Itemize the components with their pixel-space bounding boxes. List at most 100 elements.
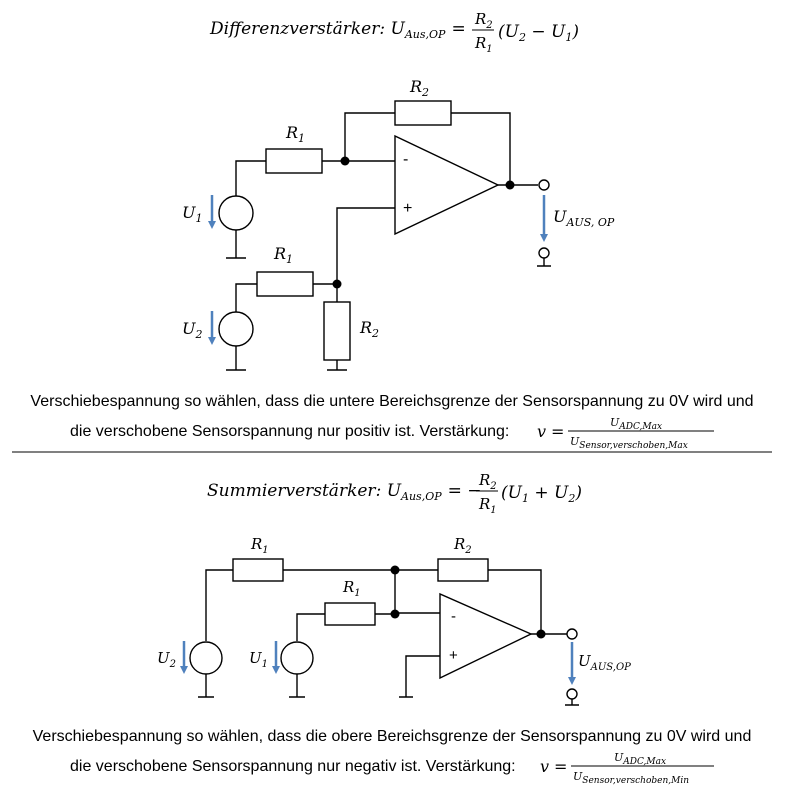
formula1-equals: = <box>451 19 465 39</box>
ground-u2 <box>226 346 246 371</box>
formula2-lhs-sub: Aus,OP <box>400 490 442 503</box>
circuit1-arrows <box>208 195 548 345</box>
ground-u1-2 <box>289 674 305 698</box>
label-r2-top2: R2 <box>453 535 472 556</box>
label-r2-bottom: R2 <box>359 318 379 340</box>
formula1-paren: (U2 − U1) <box>498 22 579 44</box>
circuit2-arrows <box>180 641 576 685</box>
voltage-source-u2 <box>218 311 254 347</box>
gain2-eq: = <box>554 757 567 776</box>
opamp1-plus-sign: + <box>403 200 412 217</box>
formula2-lhs: U <box>387 481 402 501</box>
formula2-frac-den: R1 <box>478 495 497 516</box>
opamp1 <box>394 134 500 236</box>
formula1-frac-num: R2 <box>474 10 493 31</box>
label-u2-2: U2 <box>157 649 176 670</box>
formula2-colon: : <box>376 481 382 501</box>
voltage-source-u1-2 <box>280 641 314 675</box>
wire-r2-feedback-right <box>451 112 511 186</box>
wire-u1-up <box>296 613 325 641</box>
opamp2 <box>439 592 533 680</box>
resistor-r2-top <box>394 100 452 126</box>
output-terminal2-bottom <box>566 688 578 700</box>
node2-top <box>390 565 400 575</box>
label-uaus2: UAUS,OP <box>578 652 631 673</box>
wire-u1-to-r1 <box>235 160 266 196</box>
resistor-r1-top2 <box>232 558 284 582</box>
formula1-frac-den: R1 <box>474 34 493 55</box>
label-r1-mid: R1 <box>342 578 361 599</box>
svg-text:Summierverstärker: UAus,: Summierverstärker: UAus,OP= − <box>207 481 482 503</box>
circuit2 <box>189 558 579 706</box>
wire-plus-input1 <box>336 207 395 284</box>
output-terminal1 <box>538 179 550 191</box>
gain1-num: UADC,Max <box>610 416 662 432</box>
wire-u2-to-r1 <box>235 283 257 312</box>
opamp1-signs: - + <box>403 151 412 217</box>
ground-plus2 <box>399 655 440 698</box>
circuit1-nodes <box>332 156 515 289</box>
section2-formula: Summierverstärker: UAus,OP= − R2 R1 (U1 … <box>207 471 582 516</box>
section1-formula: Differenzverstärker: UAus,OP = R2 R1 (U2 … <box>209 10 579 55</box>
label-r1-top: R1 <box>285 123 305 145</box>
ground-r2-bottom <box>327 360 347 371</box>
formula2-paren: (U1 + U2) <box>501 483 582 505</box>
wire-r2-to-output <box>488 569 542 634</box>
gain2-formula: v= UADC,Max USensor,verschoben,Min <box>540 751 714 786</box>
gain2-den: USensor,verschoben,Min <box>573 770 689 786</box>
node1-minus <box>340 156 350 166</box>
opamp1-minus-sign: - <box>403 151 408 168</box>
formula1-lhs-sub: Aus,OP <box>404 28 446 41</box>
opamp2-minus-sign: - <box>451 608 456 625</box>
output-terminal2 <box>566 628 578 640</box>
description1-line1: Verschiebespannung so wählen, dass die u… <box>30 393 753 410</box>
node2-output <box>536 629 546 639</box>
opamp2-signs: - + <box>449 608 458 664</box>
node1-plus <box>332 279 342 289</box>
resistor-r2-bottom <box>323 301 351 361</box>
label-u1-2: U1 <box>249 649 268 670</box>
circuit1 <box>218 100 551 371</box>
label-u2: U2 <box>182 319 202 341</box>
formula1-lhs: U <box>391 19 406 39</box>
circuit1-labels: R2 R1 U1 R1 U2 R2 UAUS, OP <box>182 77 615 341</box>
voltage-source-u1 <box>218 195 254 231</box>
label-r1-bottom: R1 <box>273 244 293 266</box>
resistor-r1-mid <box>324 602 376 626</box>
ground-u2-2 <box>198 674 214 698</box>
formula2-frac-num: R2 <box>478 471 497 492</box>
resistor-r2-top2 <box>437 558 489 582</box>
gain1-eq: = <box>551 422 564 441</box>
resistor-r1-top <box>265 148 323 174</box>
formula1-name: Differenzverstärker <box>209 19 380 39</box>
gain1-formula: v= UADC,Max USensor,verschoben,Max <box>537 416 714 451</box>
label-u1: U1 <box>182 203 202 225</box>
description2-line2: die verschobene Sensorspannung nur negat… <box>70 758 516 775</box>
formula1-colon: : <box>379 19 385 39</box>
opamp2-plus-sign: + <box>449 647 458 664</box>
svg-text:Differenzverstärker: UAu: Differenzverstärker: UAus,OP= <box>209 19 466 41</box>
circuit2-labels: R1 R2 R1 U2 U1 UAUS,OP <box>157 535 631 673</box>
circuit2-nodes <box>390 565 546 639</box>
label-uaus1: UAUS, OP <box>553 207 615 229</box>
wire-r1-bottom-to-node <box>313 283 338 302</box>
formula2-equals: = − <box>448 481 482 501</box>
gain1-den: USensor,verschoben,Max <box>570 435 688 451</box>
node2-minus <box>390 609 400 619</box>
node1-output <box>505 180 515 190</box>
description1-line2: die verschobene Sensorspannung nur posit… <box>70 423 509 440</box>
ground-u1 <box>226 230 246 259</box>
svg-text:v=: v= <box>537 422 564 441</box>
label-r2-top: R2 <box>409 77 429 99</box>
voltage-source-u2-2 <box>189 641 223 675</box>
output-terminal1-bottom <box>538 247 550 259</box>
svg-text:v=: v= <box>540 757 567 776</box>
wire-r2-feedback-left <box>344 112 395 161</box>
description2-line1: Verschiebespannung so wählen, dass die o… <box>33 728 752 745</box>
gain2-num: UADC,Max <box>614 751 666 767</box>
wire-u2-up <box>205 569 233 641</box>
resistor-r1-bottom <box>256 271 314 297</box>
label-r1-top2: R1 <box>250 535 269 556</box>
ground-output1 <box>537 258 551 267</box>
ground-output2 <box>565 699 579 706</box>
